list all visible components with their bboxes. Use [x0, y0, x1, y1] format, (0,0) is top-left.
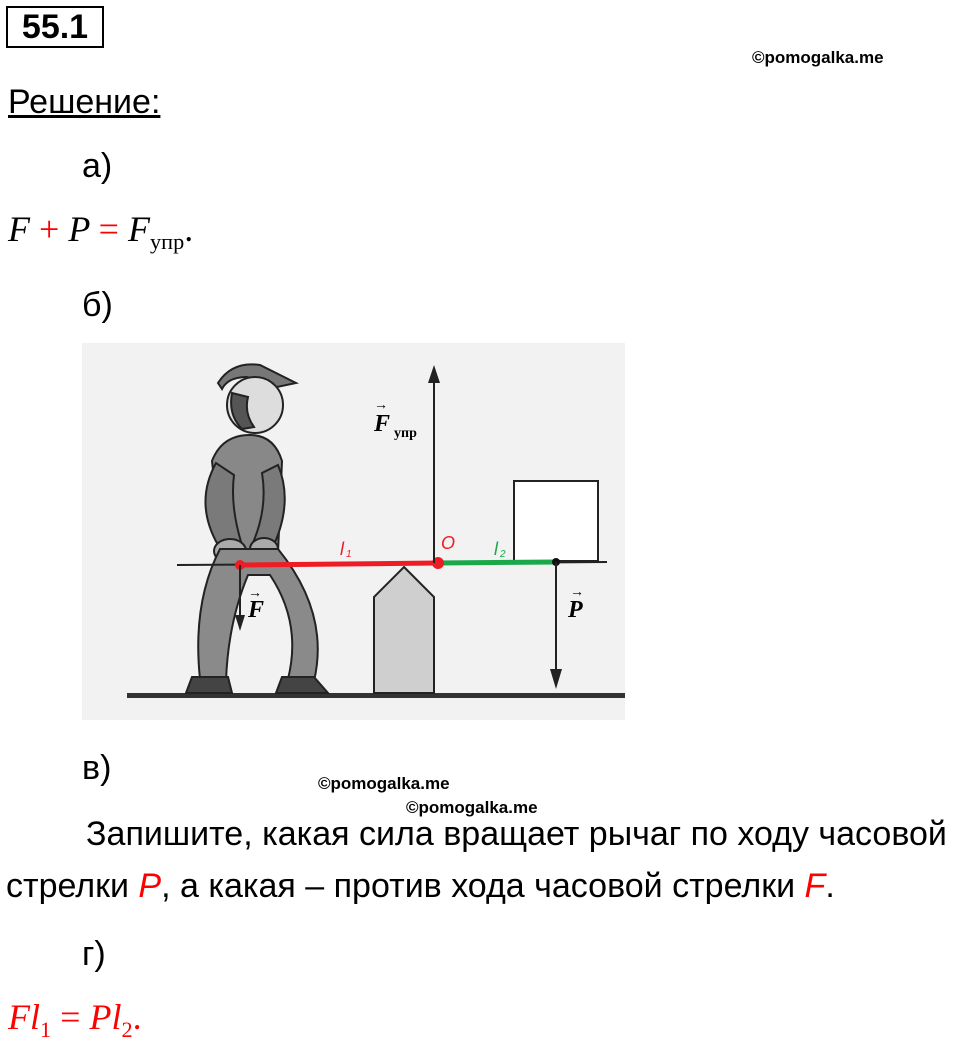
eq-a-Fupr: F: [127, 209, 150, 249]
lever-arm-l1: [239, 560, 439, 568]
part-v-text-b: , а какая – против хода часовой стрелки: [161, 867, 805, 905]
label-P: P: [567, 597, 583, 623]
eq-g-l2: l: [111, 997, 122, 1037]
eq-g-P: P: [89, 997, 112, 1037]
part-g-equation: Fl1 = Pl2.: [8, 996, 142, 1043]
ground-line: [127, 693, 625, 698]
eq-g-equals: =: [60, 997, 81, 1037]
eq-g-sub2: 2: [121, 1016, 133, 1042]
part-a-equation: F + P = Fупр.: [8, 208, 193, 255]
left-boot: [184, 676, 234, 694]
eq-a-plus: +: [39, 209, 60, 249]
label-l1-sub: 1: [346, 549, 352, 560]
part-a-label: а): [82, 147, 113, 185]
label-F: F: [247, 597, 264, 623]
lever-illustration: F упр → O l 1 l 2 F → P →: [82, 343, 625, 720]
watermark-middle-1: ©pomogalka.me: [318, 774, 450, 793]
legs: [197, 548, 319, 683]
eq-a-F: F: [8, 209, 30, 249]
part-g-label: г): [82, 935, 106, 973]
vector-arrow-Fupr: →: [374, 396, 388, 412]
part-v-text-a: стрелки: [6, 867, 139, 905]
part-v-text-line2: стрелки P, а какая – против хода часовой…: [6, 866, 835, 906]
fulcrum: [373, 565, 435, 694]
arrow-F-head: [235, 615, 245, 631]
vector-arrow-F: →: [248, 584, 262, 600]
part-b-label: б): [82, 286, 113, 324]
eq-g-F: F: [8, 997, 30, 1037]
eq-g-sub1: 1: [40, 1016, 52, 1042]
lever-arm-l2: [437, 559, 557, 566]
solution-heading: Решение:: [8, 83, 161, 121]
eq-a-dot: .: [184, 209, 194, 249]
watermark-middle-2: ©pomogalka.me: [406, 798, 538, 817]
label-Fupr-sub: упр: [394, 426, 417, 441]
eq-a-upr-subscript: упр: [149, 228, 185, 254]
load-box: [513, 480, 599, 562]
part-v-label: в): [82, 749, 112, 787]
force-counterclockwise: F: [804, 867, 826, 905]
worker-figure: [184, 363, 331, 694]
task-number: 55.1: [6, 6, 104, 48]
part-v-text-c: .: [825, 867, 835, 905]
eq-g-dot: .: [132, 997, 142, 1037]
vector-arrow-P: →: [570, 583, 584, 599]
label-l2: l: [494, 539, 499, 559]
label-l2-sub: 2: [499, 549, 506, 560]
watermark-top: ©pomogalka.me: [752, 48, 884, 67]
arrow-P-head: [550, 669, 562, 689]
label-l1: l: [340, 539, 345, 559]
eq-a-equals: =: [98, 209, 119, 249]
label-O: O: [441, 533, 455, 553]
arrow-Fupr-head: [428, 365, 440, 383]
force-clockwise: P: [138, 867, 162, 905]
part-v-text-line1: Запишите, какая сила вращает рычаг по хо…: [86, 815, 947, 853]
eq-g-l1: l: [30, 997, 41, 1037]
right-boot: [274, 676, 331, 694]
label-Fupr: F: [373, 411, 390, 437]
lever-figure: F упр → O l 1 l 2 F → P →: [82, 343, 625, 720]
eq-a-P: P: [68, 209, 90, 249]
hair: [230, 391, 256, 431]
